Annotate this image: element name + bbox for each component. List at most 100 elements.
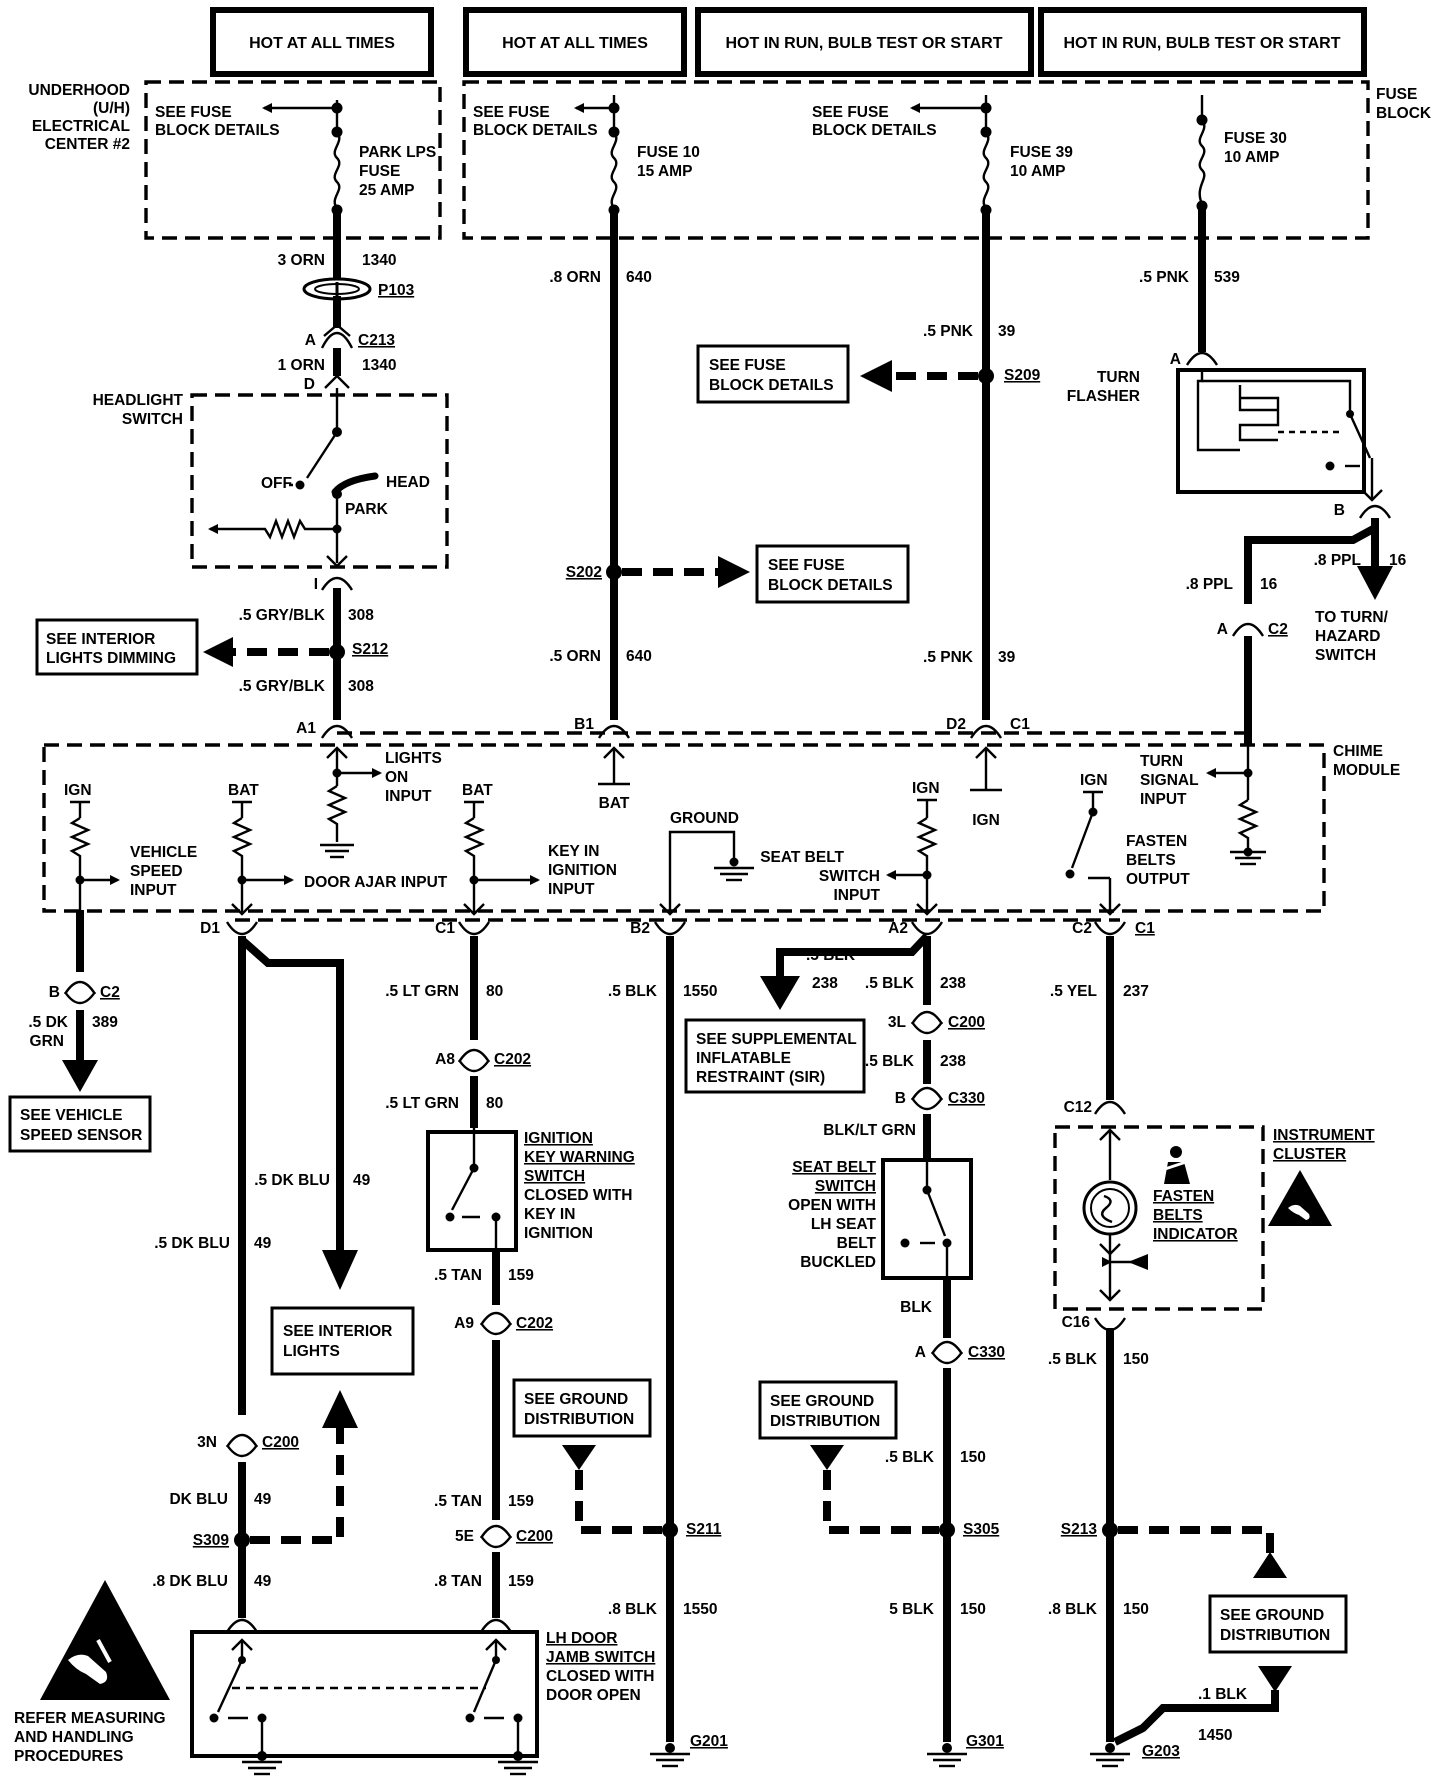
circuit-49b: 49	[254, 1235, 272, 1252]
bat3-label: BAT	[599, 795, 630, 812]
pin-b2-label: B2	[630, 920, 650, 937]
svg-text:INPUT: INPUT	[548, 881, 595, 898]
turn-hazard-arrow	[1357, 566, 1393, 600]
c213-pin-a: A	[305, 332, 316, 349]
wire-5blk-238a: .5 BLK	[806, 947, 856, 964]
fuse-10-see-note: SEE FUSE BLOCK DETAILS	[473, 104, 598, 139]
pin-c12-label: C12	[1064, 1099, 1092, 1116]
power-header-1: HOT AT ALL TIMES	[210, 7, 434, 77]
circuit-150d: 150	[1123, 1601, 1149, 1618]
pin-c1b-label: C1	[1135, 920, 1155, 937]
c202-a-label: C202	[494, 1051, 531, 1068]
p103-label: P103	[378, 282, 415, 299]
svg-text:LH SEAT: LH SEAT	[811, 1216, 877, 1233]
svg-text:SEE INTERIOR: SEE INTERIOR	[46, 631, 155, 648]
door-switch-ground-icon-2	[498, 1751, 538, 1776]
pin-i-label: I	[314, 576, 318, 593]
turn-signal-ground-icon	[1230, 847, 1266, 866]
door-switch-ground-icon-1	[242, 1751, 282, 1776]
lh-door-jamb-switch-box	[190, 1630, 539, 1758]
wire-5tan-a: .5 TAN	[434, 1267, 482, 1284]
svg-text:25 AMP: 25 AMP	[359, 182, 414, 199]
see-ground-distribution-1[interactable]: SEE GROUND DISTRIBUTION	[512, 1378, 652, 1438]
c2-top-label: C2	[1268, 621, 1288, 638]
c330-a-label: C330	[948, 1090, 985, 1107]
pin-b1-label: B1	[574, 716, 594, 733]
c200-c-label: C200	[948, 1014, 985, 1031]
fuse-10-label: FUSE 10 15 AMP	[637, 144, 700, 180]
wire-8ppl-a: .8 PPL	[1186, 576, 1233, 593]
circuit-49a: 49	[353, 1172, 371, 1189]
pin-d2-label: D2	[946, 716, 966, 733]
circuit-16a: 16	[1260, 576, 1278, 593]
c330-pin-b: B	[895, 1090, 906, 1107]
svg-text:SWITCH: SWITCH	[815, 1178, 876, 1195]
ignition-key-warning-switch-label: IGNITION KEY WARNING SWITCH CLOSED WITH …	[524, 1130, 635, 1242]
svg-text:SEAT BELT: SEAT BELT	[760, 849, 844, 866]
wire-5blk-150a: .5 BLK	[885, 1449, 935, 1466]
see-interior-dimming-box[interactable]: SEE INTERIOR LIGHTS DIMMING	[35, 618, 199, 676]
s309-label: S309	[193, 1532, 230, 1549]
s211-label: S211	[686, 1521, 722, 1538]
wire-ltgrn-a: .5 LT GRN	[385, 983, 459, 1000]
svg-text:INPUT: INPUT	[834, 887, 881, 904]
head-label: HEAD	[386, 474, 430, 491]
fasten-belts-indicator-icon	[1082, 1180, 1138, 1236]
wire-8blk-1550: .8 BLK	[608, 1601, 658, 1618]
esd-warning-icon-small	[1268, 1170, 1332, 1226]
svg-text:DOOR OPEN: DOOR OPEN	[546, 1687, 641, 1704]
circuit-1550b: 1550	[683, 1601, 717, 1618]
see-ground-distribution-3[interactable]: SEE GROUND DISTRIBUTION	[1208, 1594, 1348, 1654]
circuit-1340-label: 1340	[362, 252, 396, 269]
module-ground-icon	[714, 866, 754, 882]
svg-text:SEE INTERIOR: SEE INTERIOR	[283, 1323, 392, 1340]
see-fuse-s202-box[interactable]: SEE FUSE BLOCK DETAILS	[755, 544, 910, 604]
c200-a-label: C200	[262, 1434, 299, 1451]
s305-label: S305	[963, 1521, 1000, 1538]
turn-flasher-title: TURN FLASHER	[1067, 369, 1140, 405]
wire-8orn: .8 ORN	[549, 269, 601, 286]
svg-text:HAZARD: HAZARD	[1315, 628, 1380, 645]
see-sir-box[interactable]: SEE SUPPLEMENTAL INFLATABLE RESTRAINT (S…	[684, 1018, 866, 1094]
see-vehicle-speed-sensor-box[interactable]: SEE VEHICLE SPEED SENSOR	[8, 1095, 152, 1153]
svg-text:(U/H): (U/H)	[93, 100, 130, 117]
svg-text:MODULE: MODULE	[1333, 762, 1400, 779]
svg-text:SEE GROUND: SEE GROUND	[770, 1393, 874, 1410]
vehicle-speed-input-label: VEHICLE SPEED INPUT	[130, 844, 197, 899]
svg-text:PARK LPS: PARK LPS	[359, 144, 436, 161]
svg-text:LIGHTS: LIGHTS	[283, 1343, 340, 1360]
circuit-1450: 1450	[1198, 1727, 1232, 1744]
svg-text:OUTPUT: OUTPUT	[1126, 871, 1190, 888]
door-ajar-pullup-resistor	[231, 816, 253, 912]
svg-text:10 AMP: 10 AMP	[1010, 163, 1065, 180]
wire-dkgrn-label: .5 DK GRN	[28, 1014, 68, 1050]
ign2-label: IGN	[912, 780, 940, 797]
seat-belt-switch-input-label: SEAT BELT SWITCH INPUT	[760, 849, 880, 904]
svg-text:INDICATOR: INDICATOR	[1153, 1226, 1238, 1243]
power-header-3: HOT IN RUN, BULB TEST OR START	[695, 7, 1034, 77]
fuse-block-title: FUSE BLOCK	[1376, 86, 1432, 122]
circuit-539: 539	[1214, 269, 1240, 286]
ignition-key-warning-switch-box	[426, 1130, 518, 1252]
chime-module-outline	[42, 743, 1326, 913]
svg-text:CHIME: CHIME	[1333, 743, 1383, 760]
circuit-159a: 159	[508, 1267, 534, 1284]
circuit-238c: 238	[940, 1053, 966, 1070]
svg-text:KEY IN: KEY IN	[524, 1206, 575, 1223]
see-ground-distribution-2[interactable]: SEE GROUND DISTRIBUTION	[758, 1380, 898, 1440]
esd-note-label: REFER MEASURING AND HANDLING PROCEDURES	[14, 1710, 166, 1765]
svg-text:DISTRIBUTION: DISTRIBUTION	[524, 1411, 634, 1428]
see-fuse-s209-box[interactable]: SEE FUSE BLOCK DETAILS	[696, 344, 850, 404]
circuit-237: 237	[1123, 983, 1149, 1000]
wire-8ppl-b: .8 PPL	[1314, 552, 1361, 569]
s309-dashed-branch	[250, 1428, 344, 1544]
svg-text:RESTRAINT (SIR): RESTRAINT (SIR)	[696, 1069, 825, 1086]
svg-text:SEE GROUND: SEE GROUND	[1220, 1607, 1324, 1624]
pin-c1-label: C1	[435, 920, 455, 937]
svg-text:FASTEN: FASTEN	[1126, 833, 1187, 850]
wire-5orn: .5 ORN	[549, 648, 601, 665]
svg-text:ELECTRICAL: ELECTRICAL	[32, 118, 130, 135]
see-interior-lights-box[interactable]: SEE INTERIOR LIGHTS	[270, 1306, 415, 1376]
wire-blkltgrn: BLK/LT GRN	[823, 1122, 916, 1139]
